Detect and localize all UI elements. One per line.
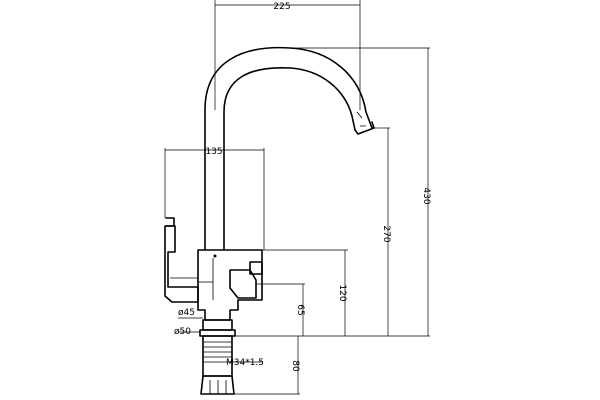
dim-80-label: 80 [290,360,300,372]
dim-d45-label: ø45 [178,308,195,318]
faucet-outline [164,46,375,395]
dim-270-label: 270 [381,225,391,242]
base-ring-lower [199,329,236,337]
spout-tip [354,121,375,135]
dim-135-label: 135 [205,147,222,157]
dim-225-label: 225 [273,2,290,12]
dim-d50-label: ø50 [174,327,191,337]
lever-handle [164,225,199,303]
hose-ends [209,380,227,394]
dimension-labels: 225 135 430 270 120 65 80 ø45 ø50 M34*1.… [174,2,431,372]
faucet-body [197,249,263,321]
base-ring-upper [202,319,233,331]
thread-lines [203,341,232,363]
body-center-mark [213,254,217,258]
spout-outer [204,46,373,251]
body-joint [198,258,214,300]
filter-valve [229,269,257,299]
spout-nozzle [356,111,366,127]
dim-430-label: 430 [421,187,431,204]
dim-65-label: 65 [295,304,305,315]
dim-120-label: 120 [337,284,347,301]
hose-connector [200,375,235,395]
dimension-lines [164,0,430,395]
dim-thread-label: M34*1.5 [226,358,264,368]
spout-inner [223,67,356,251]
lever-handle-cap [165,217,175,227]
